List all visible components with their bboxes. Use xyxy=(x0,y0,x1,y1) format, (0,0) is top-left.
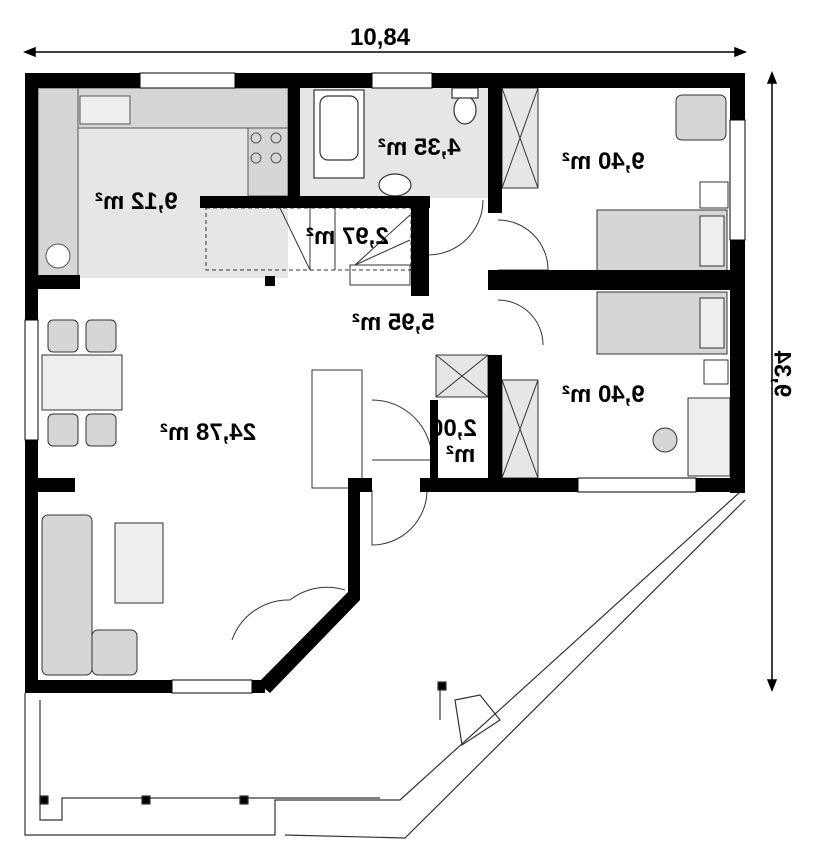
room-area-bedroom-bottom: 9,40 m² xyxy=(562,381,645,408)
room-area-storage-value: 2,00 xyxy=(430,415,477,442)
room-area-hall: 5,95 m² xyxy=(352,309,435,336)
staircase xyxy=(205,207,412,286)
room-area-bathroom: 4,35 m² xyxy=(378,134,461,161)
walls xyxy=(24,72,746,694)
room-area-bedroom-top: 9,40 m² xyxy=(562,148,645,175)
terrace xyxy=(24,491,746,839)
room-area-storage-unit: m² xyxy=(446,441,476,468)
width-dimension: 10,84 xyxy=(350,24,411,51)
kitchen-counter xyxy=(37,87,289,279)
dimension-lines xyxy=(22,46,778,693)
height-dimension: 9,34 xyxy=(768,350,796,398)
wardrobes xyxy=(435,87,539,479)
furniture xyxy=(41,94,731,676)
room-area-living: 24,78 m² xyxy=(160,419,257,446)
room-area-kitchen: 9,12 m² xyxy=(95,188,178,215)
bathroom-fixtures xyxy=(313,87,479,197)
room-area-stairs: 2,97 m² xyxy=(306,223,389,250)
